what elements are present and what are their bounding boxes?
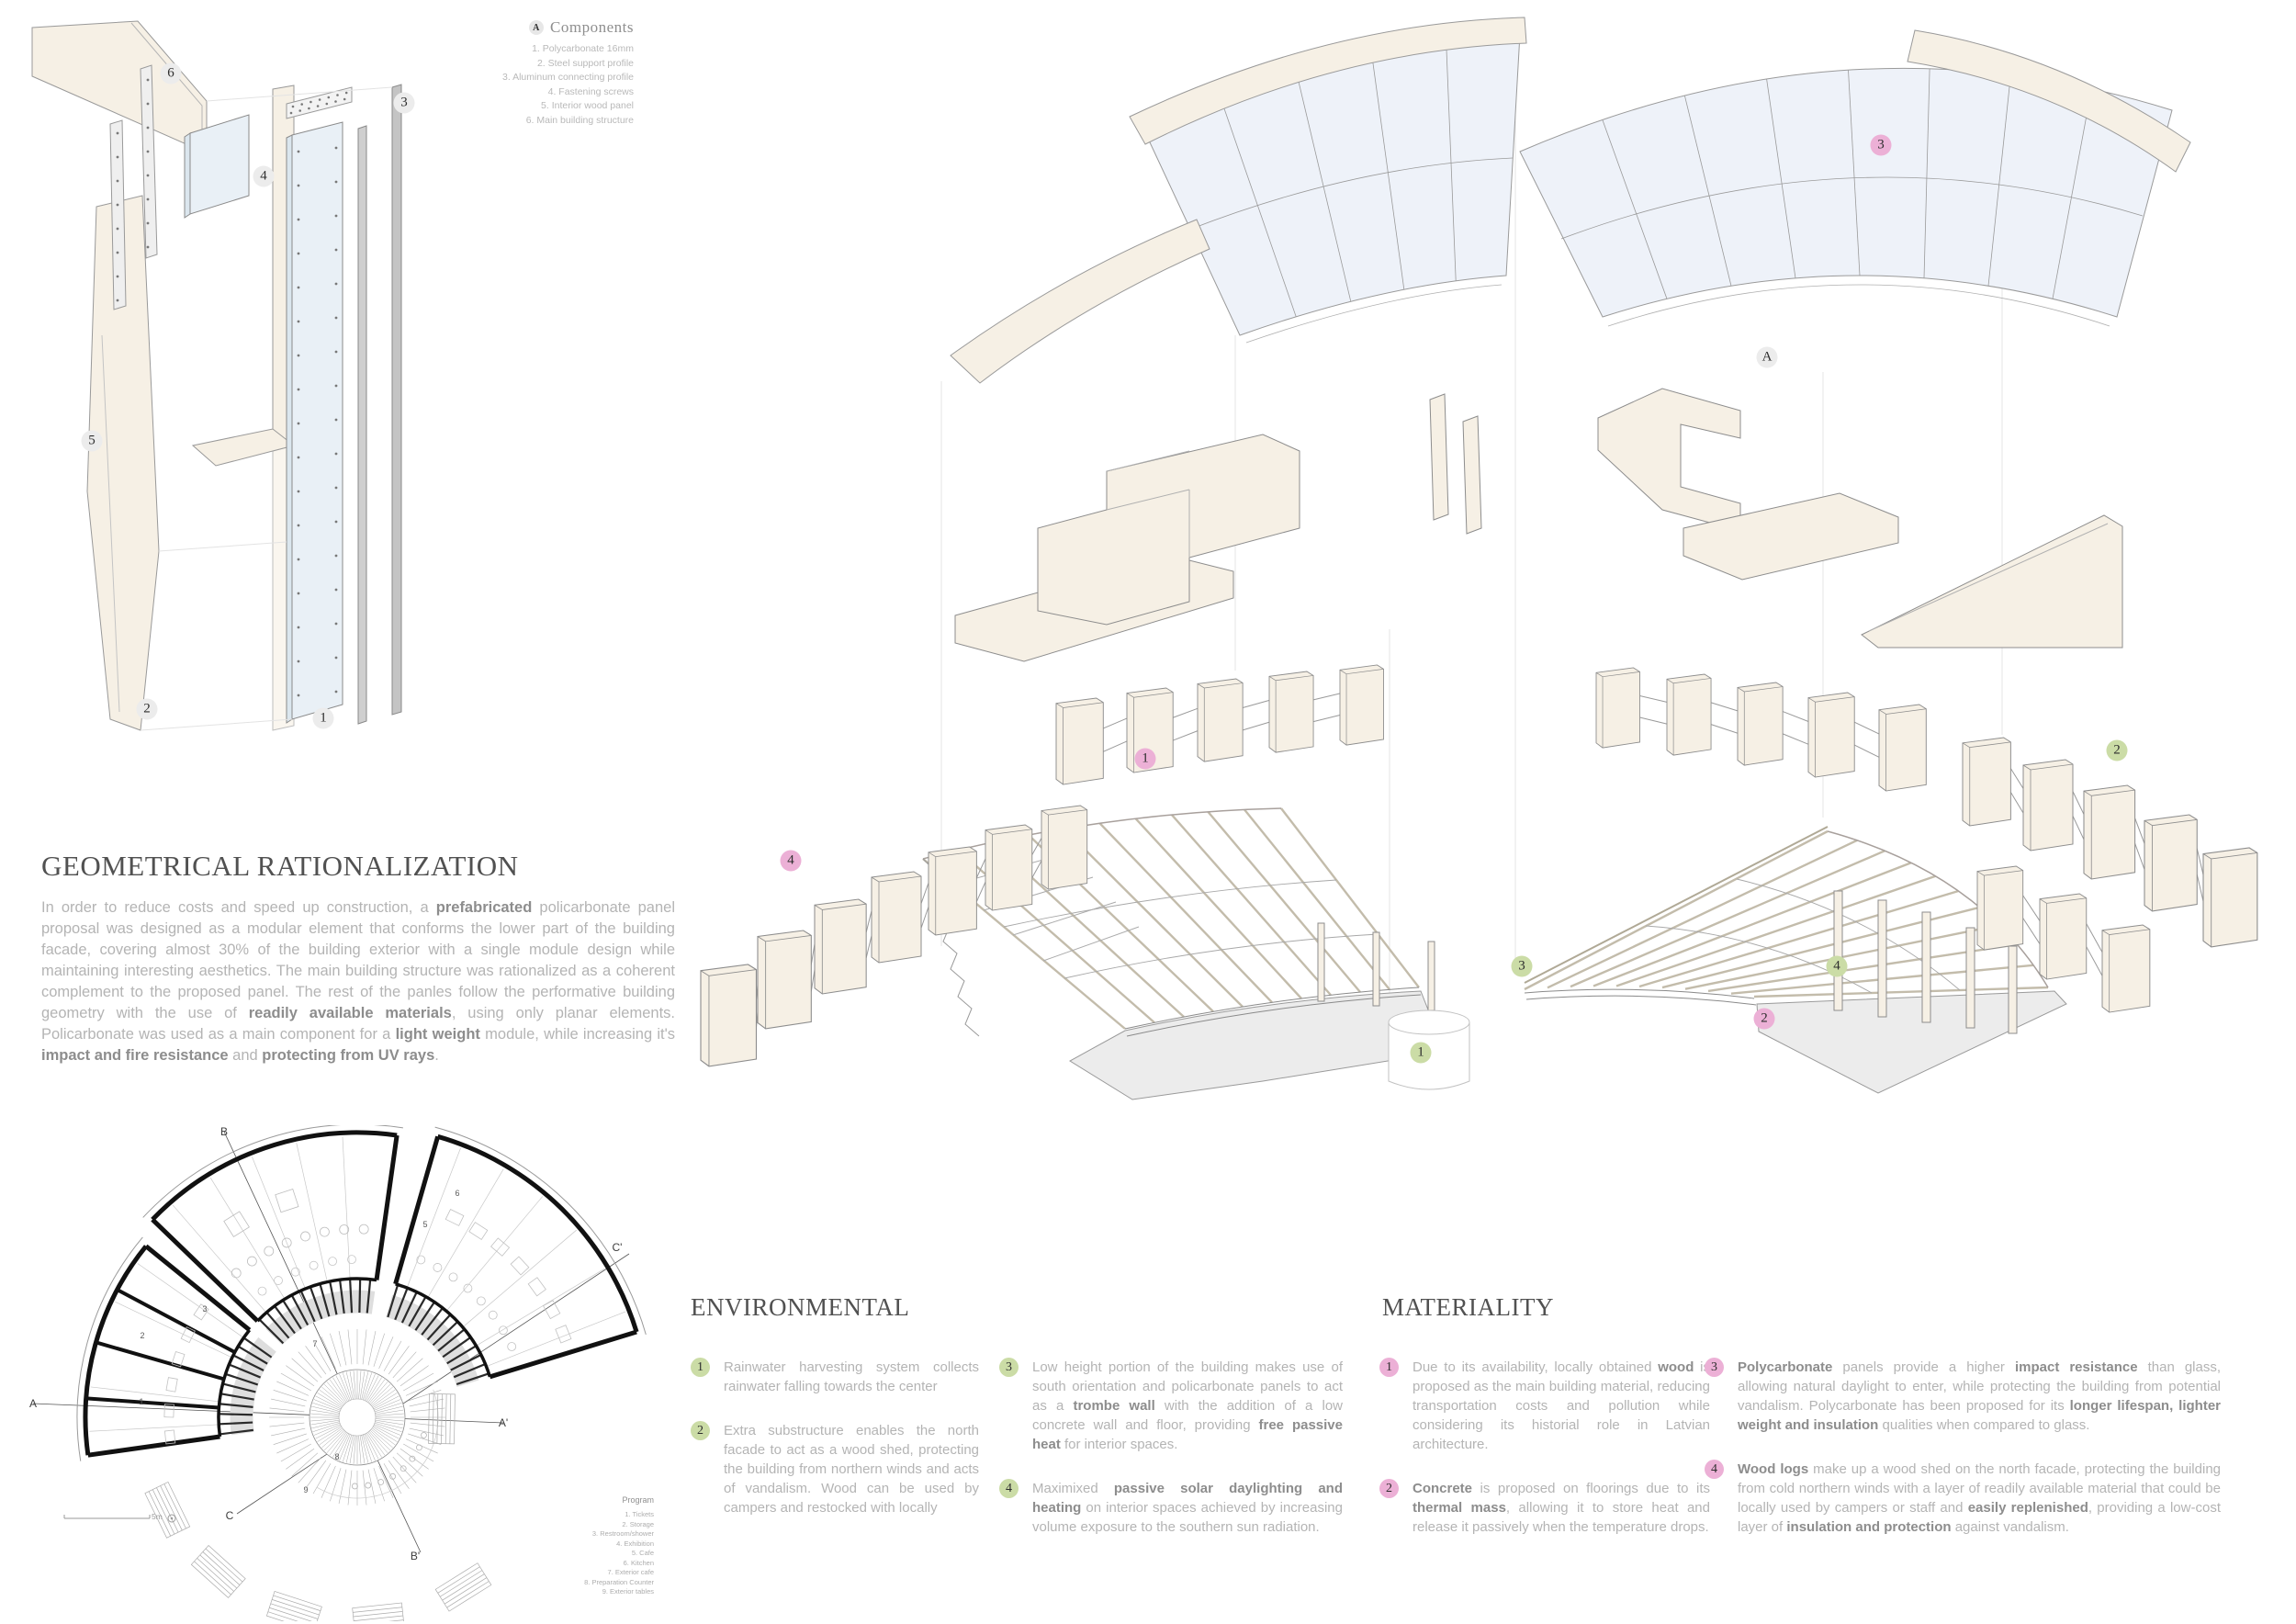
- components-legend: A Components 1. Polycarbonate 16mm 2. Ste…: [439, 18, 634, 128]
- item-text: Wood logs make up a wood shed on the nor…: [1738, 1461, 2222, 1535]
- legend-line: 9. Exterior tables: [602, 1587, 654, 1596]
- floor-plan-drawing: [32, 1125, 647, 1621]
- plan-mark-B: B: [219, 1125, 229, 1138]
- numbered-item: 4 Wood logs make up a wood shed on the no…: [1705, 1460, 2221, 1537]
- item-text: Rainwater harvesting system collects rai…: [724, 1359, 979, 1394]
- item-number-badge: 1: [1379, 1358, 1399, 1377]
- legend-line: 3. Restroom/shower: [591, 1529, 654, 1538]
- legend-line: 6. Kitchen: [623, 1558, 654, 1567]
- circle-badge-4: 4: [253, 165, 275, 187]
- components-legend-title: Components: [550, 18, 634, 36]
- geometrical-paragraph: In order to reduce costs and speed up co…: [41, 899, 676, 1064]
- environmental-column-2: 3 Low height portion of the building make…: [999, 1358, 1343, 1562]
- legend-line: 1. Polycarbonate 16mm: [532, 43, 634, 54]
- legend-line: 1. Tickets: [625, 1510, 654, 1518]
- circle-badge-4: 4: [780, 850, 802, 872]
- numbered-item: 1 Due to its availability, locally obtain…: [1379, 1358, 1710, 1454]
- legend-line: 8. Preparation Counter: [584, 1577, 654, 1586]
- legend-line: 5. Interior wood panel: [541, 100, 634, 111]
- materiality-title: MATERIALITY: [1382, 1293, 1554, 1321]
- item-text: Low height portion of the building makes…: [1032, 1359, 1343, 1452]
- circle-badge-A: A: [1756, 346, 1778, 368]
- environmental-column-1: 1 Rainwater harvesting system collects ra…: [691, 1358, 979, 1542]
- circle-badge-2: 2: [2106, 739, 2128, 761]
- plan-mark-C: C: [225, 1509, 234, 1522]
- item-number-badge: 2: [1379, 1479, 1399, 1498]
- geometrical-title: GEOMETRICAL RATIONALIZATION: [41, 850, 519, 882]
- circle-badge-1: 1: [1410, 1042, 1432, 1064]
- legend-line: 5. Cafe: [631, 1549, 654, 1557]
- circle-badge-1: 1: [1134, 748, 1156, 770]
- item-text: Extra substructure enables the north fac…: [724, 1423, 979, 1516]
- plan-mark-7: 7: [312, 1339, 318, 1348]
- legend-line: 3. Aluminum connecting profile: [502, 72, 634, 83]
- components-legend-items: 1. Polycarbonate 16mm 2. Steel support pr…: [439, 42, 634, 128]
- numbered-item: 3 Low height portion of the building make…: [999, 1358, 1343, 1454]
- plan-mark-A': A': [498, 1416, 509, 1429]
- circle-badge-4: 4: [1826, 955, 1848, 977]
- item-number-badge: 4: [999, 1479, 1019, 1498]
- circle-badge-3: 3: [1870, 134, 1892, 156]
- circle-badge-2: 2: [1753, 1008, 1775, 1030]
- plan-scale-label: 5m: [152, 1512, 163, 1521]
- geometrical-section: GEOMETRICAL RATIONALIZATION In order to …: [41, 850, 675, 1066]
- materiality-column-2: 3 Polycarbonate panels provide a higher i…: [1705, 1358, 2221, 1562]
- plan-mark-9: 9: [303, 1485, 309, 1494]
- legend-line: 6. Main building structure: [525, 114, 634, 126]
- legend-line: 2. Storage: [622, 1519, 654, 1528]
- exploded-axonometric-drawing: [700, 17, 2258, 1100]
- circle-badge-3: 3: [1511, 955, 1533, 977]
- circle-badge-1: 1: [312, 707, 334, 729]
- item-number-badge: 3: [1705, 1358, 1724, 1377]
- plan-mark-B': B': [410, 1550, 421, 1562]
- plan-mark-2: 2: [140, 1331, 145, 1340]
- circle-badge-2: 2: [136, 698, 158, 720]
- plan-mark-C': C': [612, 1241, 623, 1254]
- plan-mark-6: 6: [455, 1189, 460, 1198]
- item-number-badge: 4: [1705, 1460, 1724, 1479]
- circle-badge-5: 5: [81, 430, 103, 452]
- numbered-item: 3 Polycarbonate panels provide a higher i…: [1705, 1358, 2221, 1435]
- numbered-item: 2 Concrete is proposed on floorings due t…: [1379, 1479, 1710, 1537]
- plan-mark-8: 8: [334, 1452, 340, 1461]
- plan-mark-A: A: [28, 1397, 38, 1410]
- circle-badge-6: 6: [160, 62, 182, 85]
- circle-badge-3: 3: [393, 92, 415, 114]
- component-marker-a: A: [529, 20, 545, 35]
- plan-mark-1: 1: [139, 1397, 144, 1406]
- item-number-badge: 2: [691, 1421, 710, 1440]
- plan-mark-5: 5: [422, 1220, 428, 1229]
- panel-detail-drawing: [31, 20, 402, 731]
- numbered-item: 4 Maximixed passive solar daylighting and…: [999, 1479, 1343, 1537]
- numbered-item: 1 Rainwater harvesting system collects ra…: [691, 1358, 979, 1396]
- legend-line: 4. Exhibition: [616, 1539, 654, 1548]
- item-text: Concrete is proposed on floorings due to…: [1412, 1481, 1710, 1535]
- environmental-title: ENVIRONMENTAL: [691, 1293, 910, 1321]
- item-number-badge: 1: [691, 1358, 710, 1377]
- item-text: Due to its availability, locally obtaine…: [1412, 1359, 1710, 1452]
- program-title: Program: [622, 1495, 654, 1505]
- materiality-column-1: 1 Due to its availability, locally obtain…: [1379, 1358, 1710, 1562]
- legend-line: 2. Steel support profile: [536, 57, 634, 69]
- legend-line: 4. Fastening screws: [547, 85, 634, 97]
- numbered-item: 2 Extra substructure enables the north fa…: [691, 1421, 979, 1517]
- legend-line: 7. Exterior cafe: [607, 1568, 654, 1576]
- plan-mark-3: 3: [202, 1304, 208, 1314]
- item-text: Maximixed passive solar daylighting and …: [1032, 1481, 1343, 1535]
- item-number-badge: 3: [999, 1358, 1019, 1377]
- item-text: Polycarbonate panels provide a higher im…: [1738, 1359, 2221, 1433]
